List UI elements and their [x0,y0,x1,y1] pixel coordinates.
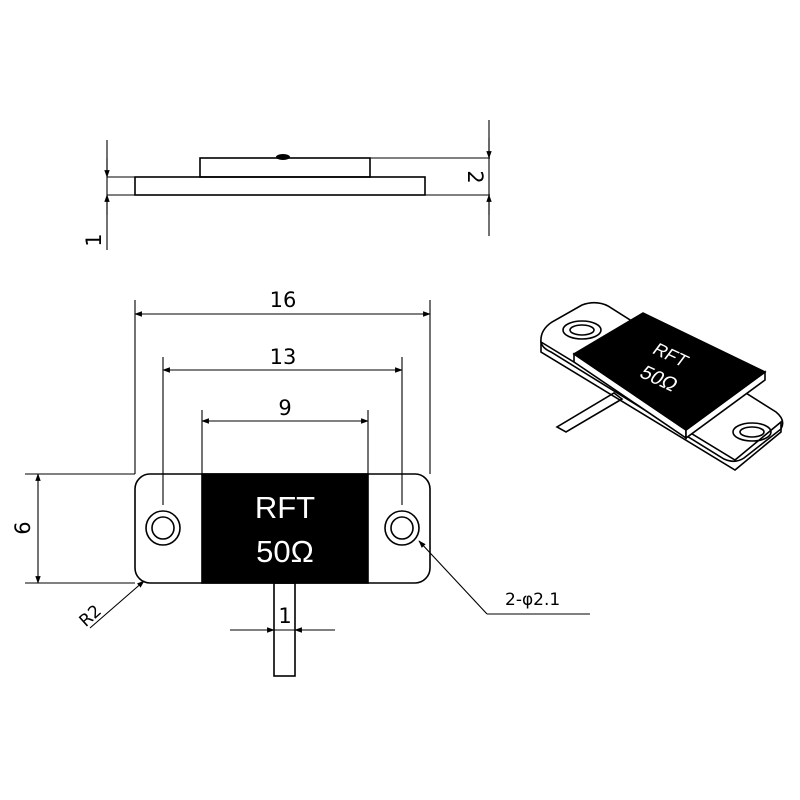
dim-label-13: 13 [270,345,297,369]
iso-hole-right [732,422,772,442]
callout-holes-label: 2-φ2.1 [505,590,560,610]
resistor-body [201,473,369,584]
iso-flange-top [540,301,784,463]
flange-outline [134,473,431,584]
callout-corner-radius: R2 [76,580,145,631]
dim-label-1: 1 [82,233,106,246]
dim-label-2: 2 [463,170,487,183]
marking-rft: RFT [255,490,315,525]
dim-overall-length: 16 [134,288,431,317]
dim-side-height: 2 [463,120,492,236]
mounting-hole-right [384,510,420,546]
dim-side-flange-thickness: 1 [82,140,110,250]
side-lead-stub [276,154,290,160]
dim-width: 6 [11,473,135,584]
dim-label-lead-1: 1 [278,604,291,628]
iso-lead [555,392,624,433]
dim-hole-spacing: 13 [162,345,403,373]
top-view: RFT 50Ω 16 13 [11,288,590,677]
callout-holes: 2-φ2.1 [418,540,590,615]
side-flange [134,176,426,196]
mounting-hole-left [145,510,181,546]
iso-flange-side [540,340,782,471]
marking-ohm: 50Ω [256,534,314,569]
dim-body-length: 9 [201,396,369,424]
dim-label-9: 9 [278,396,291,420]
side-view: 1 2 [82,120,492,250]
iso-hole-left [562,320,602,340]
isometric-view: RFT 50Ω [540,301,784,471]
iso-body-top [572,312,767,431]
dim-lead-width: 1 [230,604,335,633]
dim-label-16: 16 [270,288,297,312]
side-body [199,157,371,178]
callout-r2: R2 [76,601,106,631]
dim-label-6: 6 [11,521,35,534]
